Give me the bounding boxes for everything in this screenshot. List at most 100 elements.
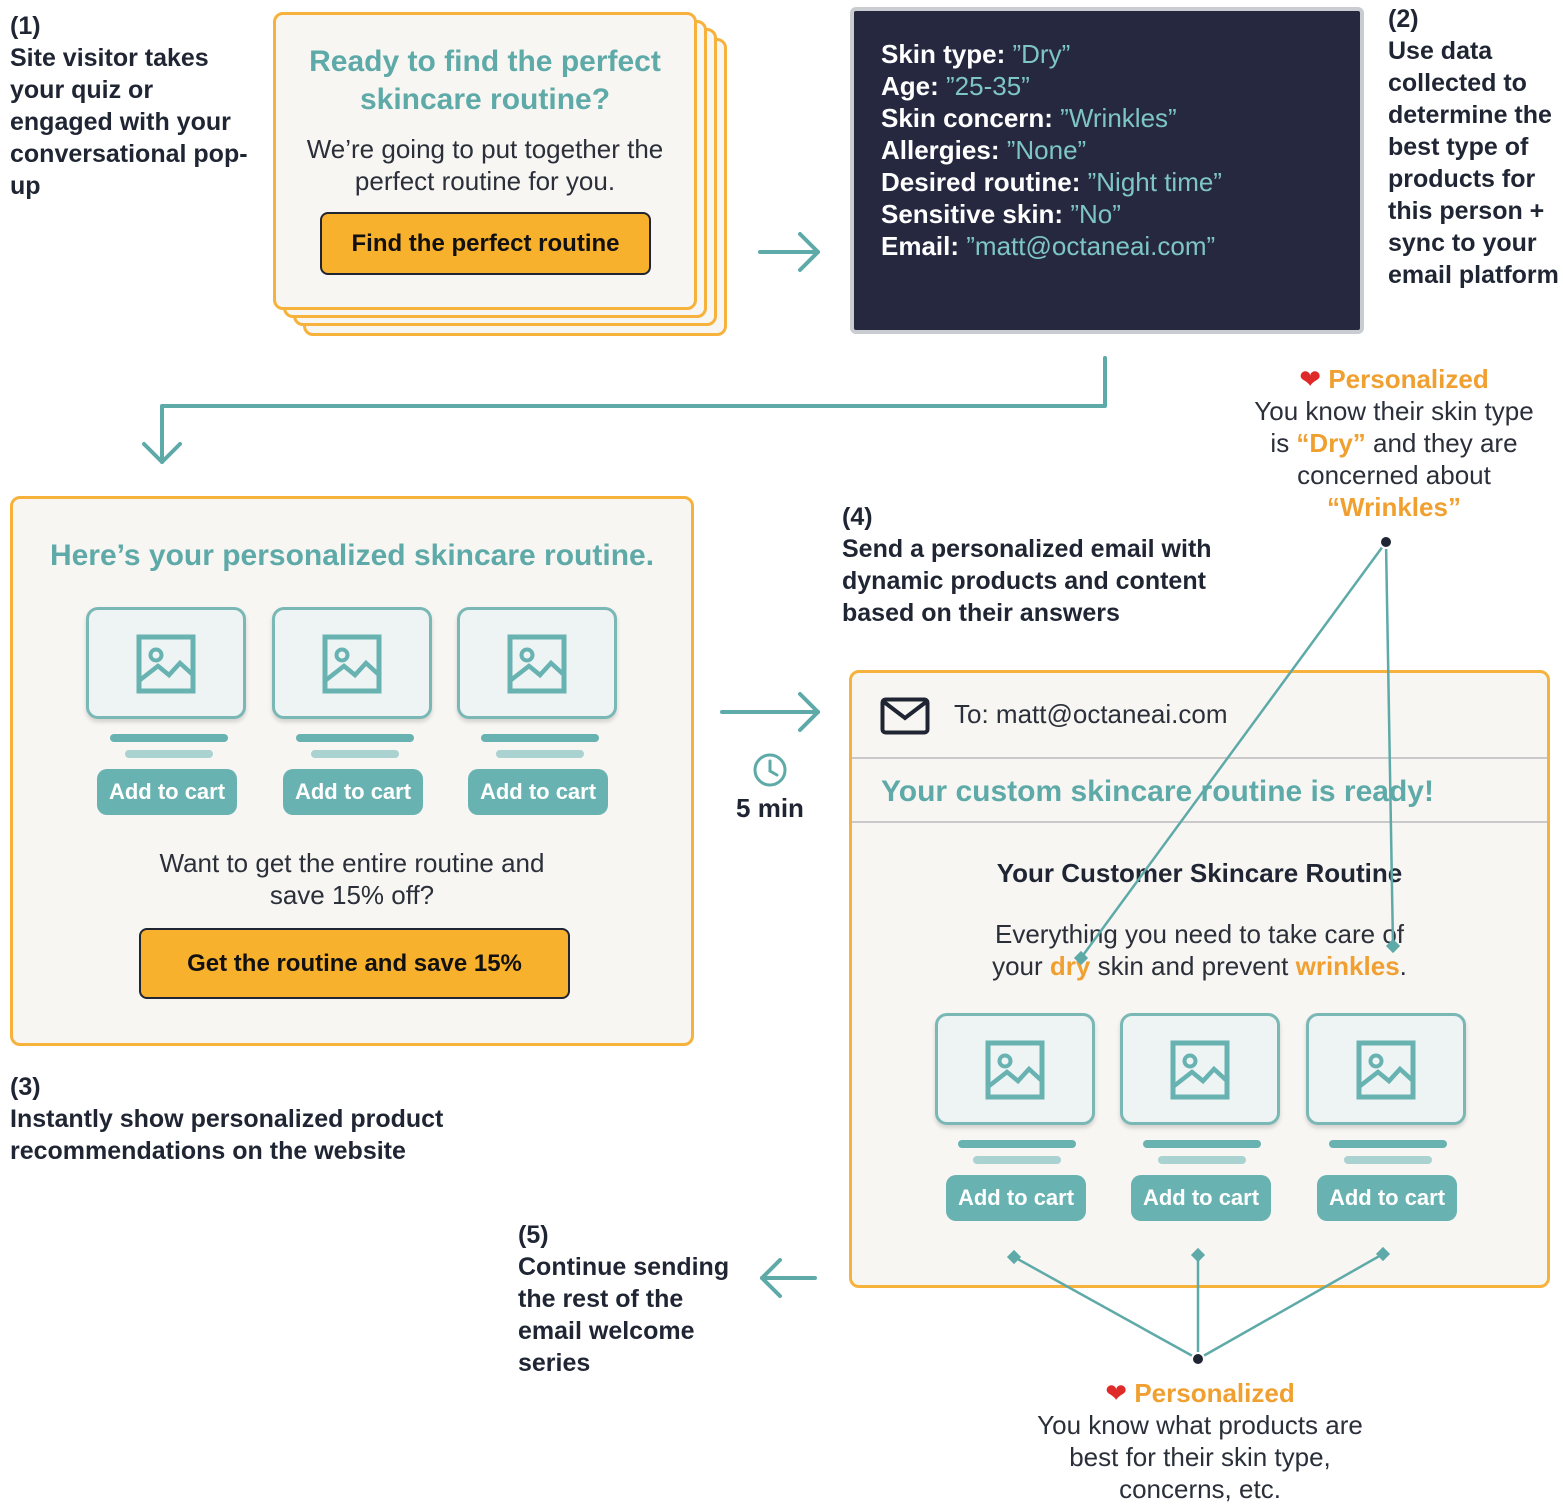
step-2-number: (2): [1388, 5, 1419, 33]
step-5-label: (5) Continue sending the rest of the ema…: [518, 1219, 733, 1379]
get-routine-button[interactable]: Get the routine and save 15%: [139, 928, 570, 999]
quiz-data-row: Sensitive skin: ”No”: [881, 198, 1222, 230]
email-body: Everything you need to take care of your…: [852, 918, 1547, 982]
email-product-image-1: [935, 1013, 1095, 1125]
quiz-data-value: ”Night time”: [1087, 167, 1222, 197]
quiz-data-value: ”Dry”: [1012, 39, 1071, 69]
email-heading: Your Customer Skincare Routine: [996, 858, 1403, 888]
product-name-bar: [1329, 1140, 1447, 1148]
product-price-bar: [973, 1156, 1061, 1164]
offer-line-1: Want to get the entire routine and: [159, 848, 545, 878]
email-body-c: skin and prevent: [1090, 951, 1296, 981]
product-price-bar: [1158, 1156, 1246, 1164]
quiz-data-value: ”No”: [1070, 199, 1121, 229]
quiz-popup: Ready to find the perfect skincare routi…: [273, 12, 697, 310]
quiz-data-panel: Skin type: ”Dry”Age: ”25-35”Skin concern…: [850, 7, 1364, 334]
step-3-label: (3) Instantly show personalized product …: [10, 1071, 490, 1167]
step-4-text: Send a personalized email with dynamic p…: [842, 535, 1212, 627]
image-icon: [1356, 1040, 1416, 1100]
step-4-label: (4) Send a personalized email with dynam…: [842, 501, 1252, 629]
personalized-top-line2: is “Dry” and they are: [1228, 427, 1560, 459]
find-routine-button[interactable]: Find the perfect routine: [320, 212, 651, 275]
step-2-text: Use data collected to determine the best…: [1388, 37, 1559, 289]
step-3-number: (3): [10, 1073, 41, 1101]
email-body-d: .: [1399, 951, 1407, 981]
personalized-bottom-line1: You know what products are: [1037, 1410, 1363, 1440]
arrow-left-icon: [760, 1258, 817, 1298]
heart-icon: ❤: [1299, 364, 1322, 394]
product-name-bar: [481, 734, 599, 742]
email-body-line-2: your dry skin and prevent wrinkles.: [852, 950, 1547, 982]
quiz-data-row: Age: ”25-35”: [881, 70, 1222, 102]
personalized-top-line3: concerned about: [1297, 460, 1491, 490]
personalized-top-line2-a: is: [1270, 428, 1297, 458]
quiz-data-label: Email:: [881, 231, 960, 261]
step-1-label: (1) Site visitor takes your quiz or enga…: [10, 10, 260, 202]
add-to-cart-button[interactable]: Add to cart: [283, 769, 423, 815]
personalized-top-line2-c: and they are: [1365, 428, 1518, 458]
offer-line-2: save 15% off?: [269, 880, 435, 910]
personalized-note-top: ❤ Personalized You know their skin type …: [1228, 363, 1560, 523]
product-image-1: [86, 607, 246, 719]
email-product-image-2: [1120, 1013, 1280, 1125]
quiz-data-rows: Skin type: ”Dry”Age: ”25-35”Skin concern…: [881, 38, 1222, 262]
personalized-note-bottom: ❤ Personalized You know what products ar…: [1000, 1377, 1400, 1505]
step-5-number: (5): [518, 1221, 549, 1249]
step-3-text: Instantly show personalized product reco…: [10, 1105, 444, 1165]
quiz-data-label: Age:: [881, 71, 939, 101]
callout-dot: [1379, 535, 1393, 549]
add-to-cart-button[interactable]: Add to cart: [468, 769, 608, 815]
image-icon: [136, 634, 196, 694]
product-name-bar: [110, 734, 228, 742]
quiz-data-label: Sensitive skin:: [881, 199, 1064, 229]
personalized-bottom-line2: best for their skin type,: [1069, 1442, 1331, 1472]
website-recs-title: Here’s your personalized skincare routin…: [49, 539, 655, 572]
arrow-right-icon: [758, 232, 820, 272]
product-price-bar: [311, 750, 399, 758]
quiz-data-row: Allergies: ”None”: [881, 134, 1222, 166]
email-add-to-cart-button[interactable]: Add to cart: [1131, 1175, 1271, 1221]
image-icon: [1170, 1040, 1230, 1100]
email-product-image-3: [1306, 1013, 1466, 1125]
step-4-number: (4): [842, 503, 873, 531]
product-image-2: [272, 607, 432, 719]
email-add-to-cart-button[interactable]: Add to cart: [1317, 1175, 1457, 1221]
personalized-heading-bottom: Personalized: [1134, 1378, 1295, 1408]
clock-icon: [752, 752, 788, 793]
personalized-top-wrinkles: “Wrinkles”: [1327, 492, 1461, 522]
email-body-b: your: [992, 951, 1050, 981]
quiz-data-label: Allergies:: [881, 135, 1000, 165]
step-1-number: (1): [10, 12, 41, 40]
delay-label: 5 min: [736, 793, 804, 823]
product-image-3: [457, 607, 617, 719]
email-divider: [852, 757, 1547, 759]
product-price-bar: [496, 750, 584, 758]
personalized-bottom-line3: concerns, etc.: [1119, 1474, 1281, 1504]
arrow-down-icon: [142, 356, 1107, 464]
email-body-wrinkles: wrinkles: [1295, 951, 1400, 981]
envelope-icon: [880, 697, 930, 735]
email-body-line-1: Everything you need to take care of: [994, 919, 1405, 949]
quiz-data-row: Skin concern: ”Wrinkles”: [881, 102, 1222, 134]
product-name-bar: [296, 734, 414, 742]
quiz-data-label: Desired routine:: [881, 167, 1081, 197]
quiz-data-value: ”matt@octaneai.com”: [966, 231, 1216, 261]
personalized-top-dry: “Dry”: [1296, 428, 1366, 458]
callout-dot: [1191, 1352, 1205, 1366]
quiz-data-value: ”None”: [1006, 135, 1087, 165]
quiz-popup-body: We’re going to put together the perfect …: [306, 134, 664, 196]
product-name-bar: [1143, 1140, 1261, 1148]
personalized-email: To: matt@octaneai.com Your custom skinca…: [849, 670, 1550, 1288]
personalized-top-line1: You know their skin type: [1254, 396, 1534, 426]
image-icon: [322, 634, 382, 694]
quiz-data-label: Skin type:: [881, 39, 1006, 69]
quiz-data-row: Skin type: ”Dry”: [881, 38, 1222, 70]
email-to-field: To: matt@octaneai.com: [954, 699, 1228, 729]
quiz-data-row: Email: ”matt@octaneai.com”: [881, 230, 1222, 262]
image-icon: [985, 1040, 1045, 1100]
email-divider: [852, 821, 1547, 823]
add-to-cart-button[interactable]: Add to cart: [97, 769, 237, 815]
quiz-data-label: Skin concern:: [881, 103, 1053, 133]
email-add-to-cart-button[interactable]: Add to cart: [946, 1175, 1086, 1221]
step-2-label: (2) Use data collected to determine the …: [1388, 3, 1563, 291]
